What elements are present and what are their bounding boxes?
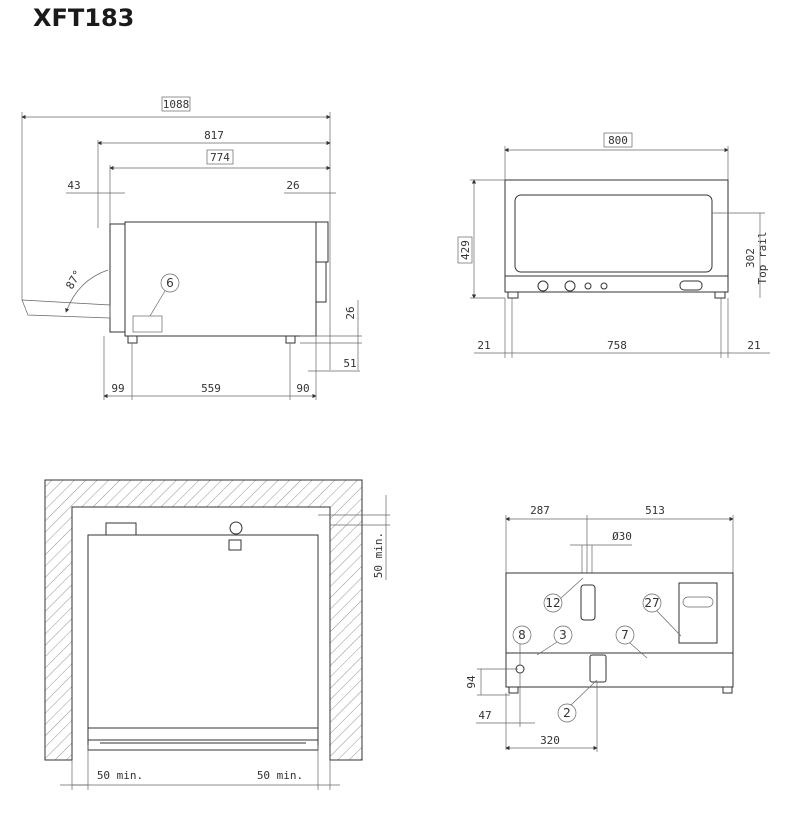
dim-21-left: 21 <box>477 339 490 352</box>
callouts: 12 27 8 3 7 2 <box>512 577 682 723</box>
clearance-right: 50 min. <box>257 769 303 782</box>
dim-559: 559 <box>201 382 221 395</box>
callout-7: 7 <box>621 628 629 642</box>
dim-758: 758 <box>607 339 627 352</box>
dim-302: 302 <box>744 248 757 268</box>
model-title: XFT183 <box>33 4 135 32</box>
dim-513: 513 <box>645 504 665 517</box>
dim-320: 320 <box>540 734 560 747</box>
dim-817: 817 <box>204 129 224 142</box>
clearance-left: 50 min. <box>97 769 143 782</box>
oven-body-front <box>504 179 729 293</box>
front-view: 800 429 302 Top rail 21 758 21 <box>457 132 770 358</box>
callout-12: 12 <box>545 596 560 610</box>
callout-27: 27 <box>644 596 659 610</box>
callout-3: 3 <box>559 628 567 642</box>
dim-diameter-30: Ø30 <box>612 530 632 543</box>
dim-21-right: 21 <box>747 339 760 352</box>
side-view: 1088 817 774 43 26 87° 6 26 51 <box>21 96 362 400</box>
callout-2: 2 <box>563 706 571 720</box>
data-plate <box>678 582 718 644</box>
dim-774: 774 <box>210 151 230 164</box>
clearance-rear: 50 min. <box>372 532 385 578</box>
dim-1088: 1088 <box>163 98 190 111</box>
oven-window <box>514 194 713 273</box>
rear-view: 287 513 Ø30 12 27 8 3 7 2 94 <box>465 504 734 752</box>
top-rail-label: Top rail <box>756 232 769 285</box>
dim-99: 99 <box>111 382 124 395</box>
dim-47: 47 <box>478 709 491 722</box>
callout-8: 8 <box>518 628 526 642</box>
callout-6: 6 <box>166 276 174 290</box>
dim-287: 287 <box>530 504 550 517</box>
dim-26-top: 26 <box>286 179 299 192</box>
dim-429: 429 <box>459 240 472 260</box>
dim-51: 51 <box>343 357 356 370</box>
dim-43: 43 <box>67 179 80 192</box>
dim-800: 800 <box>608 134 628 147</box>
oven-body-rear <box>505 572 734 688</box>
dim-94: 94 <box>465 675 478 689</box>
door-angle: 87° <box>63 268 84 292</box>
chimney <box>580 584 596 621</box>
oven-body-plan <box>87 534 319 741</box>
plan-view: 50 min. 50 min. 50 min. <box>44 479 390 790</box>
oven-door-side <box>109 223 126 333</box>
dim-90: 90 <box>296 382 309 395</box>
power-inlet <box>589 654 607 683</box>
brand-logo <box>679 280 703 291</box>
dim-26-height: 26 <box>344 306 357 319</box>
oven-body-side <box>124 221 317 337</box>
